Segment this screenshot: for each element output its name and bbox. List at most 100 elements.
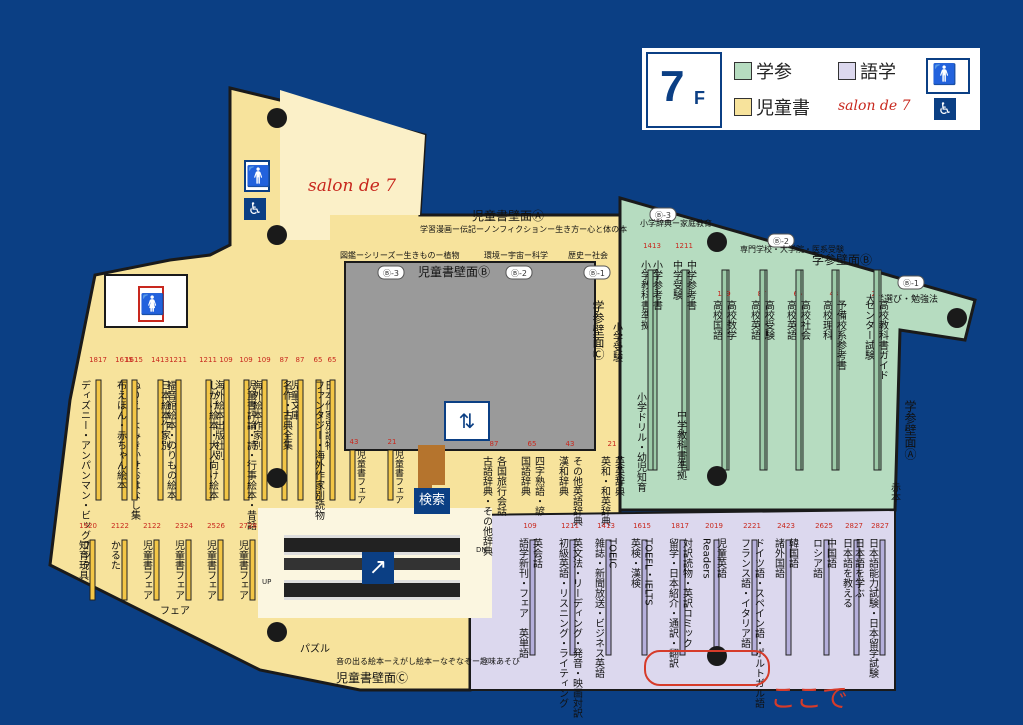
bottom-yellow-shelf <box>121 539 128 601</box>
purple-shelf-label: 韓国語 <box>787 538 799 569</box>
yellow-shelf <box>281 379 288 501</box>
top-strip-label-3: 環境ー宇宙ー科学 <box>484 250 548 260</box>
mid-shelf-number: 43 <box>566 440 575 448</box>
yellow-shelf <box>329 379 336 501</box>
wall-label-gakusan-b: 学参壁面Ⓑ <box>812 252 872 267</box>
green-shelf-label: センター試験 <box>863 300 875 361</box>
green-extra-3: 小学受験 <box>611 322 623 363</box>
yellow-shelf <box>243 379 250 501</box>
wall-label-gakusan-c: 学参壁面Ⓒ <box>591 299 605 360</box>
yellow-shelf-number: 1211 <box>169 356 187 364</box>
top-strip-label-1: 学習漫画ー伝記ーノンフィクションー生き方ー心と体の本 <box>420 224 627 234</box>
marker-label: Ⓑ-3 <box>383 269 399 278</box>
purple-shelf-label: ロシア語 <box>811 538 823 579</box>
marker-badge <box>767 233 795 248</box>
yellow-shelf-label: ファンタジー・海外作家別読物 <box>313 380 325 521</box>
yellow-shelf <box>205 379 212 501</box>
pillar <box>947 308 967 328</box>
yellow-shelf-number: 1413 <box>151 356 169 364</box>
mid-shelf-label: 国語辞典 <box>519 456 531 497</box>
purple-shelf-label: 英会話 <box>531 537 543 569</box>
marker-label: Ⓑ-3 <box>655 211 671 220</box>
mid-shelf-label: 英英辞典 <box>613 455 625 497</box>
yellow-shelf-number: 65 <box>314 356 323 364</box>
purple-shelf-label: 児童英語 <box>715 538 727 579</box>
purple-shelf <box>785 539 792 656</box>
purple-shelf-number: 2827 <box>845 522 863 530</box>
yellow-shelf <box>315 379 322 501</box>
yellow-shelf-label: 布えほん・赤ちゃん絵本 <box>115 380 127 491</box>
green-extra-4: 赤本 <box>889 482 901 503</box>
green-extra-1: 中学教科書準拠 <box>675 409 687 481</box>
purple-shelf-label: フランス語・イタリア語 <box>739 538 751 649</box>
green-shelf-number: 1413 <box>643 242 661 250</box>
yellow-shelf <box>157 379 164 501</box>
green-shelf-label: 高校理科 <box>821 299 833 341</box>
purple-shelf-number: 2423 <box>777 522 795 530</box>
purple-shelf-number: 2827 <box>871 522 889 530</box>
marker-label: Ⓑ-2 <box>773 237 789 246</box>
bottom-yellow-shelf <box>153 539 160 601</box>
wall-label-gakusan-a: 学参壁面Ⓐ <box>903 399 917 460</box>
elevator-icon: ⇅ <box>444 401 490 441</box>
salon-restroom-icon: 🚹 <box>244 160 271 192</box>
purple-shelf-label: 雑誌・新聞放送・ビジネス英語 <box>593 537 605 679</box>
yellow-shelf-number: 109 <box>219 356 232 364</box>
gakusan-strip-label-1: 小学辞典ー家庭教育 <box>640 218 712 228</box>
green-shelf <box>681 269 688 471</box>
purple-shelf-number: 1413 <box>597 522 615 530</box>
green-shelf-label: 高校教科書ガイド <box>877 299 889 380</box>
green-shelf <box>647 269 654 471</box>
purple-shelf <box>853 539 860 656</box>
green-shelf-label: 高校社会 <box>799 299 811 341</box>
yellow-shelf-number: 1615 <box>115 356 133 364</box>
bottom-yellow-shelf-label: 児童書フェア <box>141 540 153 600</box>
bottom-yellow-shelf-number: 2324 <box>175 522 193 530</box>
yellow-shelf-label: 名作・古典全集 <box>281 379 293 451</box>
wheelchair-icon: ♿ <box>934 98 956 120</box>
purple-shelf <box>605 539 612 656</box>
green-shelf-label: 中学受験 <box>671 259 683 301</box>
yellow-shelf-number: 1211 <box>199 356 217 364</box>
fair-shelf-label: 児童書フェア <box>355 450 366 504</box>
purple-shelf-number: 2019 <box>705 522 723 530</box>
marker-badge <box>583 265 611 280</box>
purple-shelf-label: 語学新刊・フェア <box>517 537 529 618</box>
bottom-yellow-shelf-number: 2122 <box>111 522 129 530</box>
purple-shelf-label: 日本語を学ぶ <box>853 538 865 598</box>
purple-shelf-label: 中国語 <box>825 537 837 569</box>
green-shelf-label: 高校英語 <box>785 299 797 341</box>
salon-area <box>280 90 425 240</box>
fair-shelf-label: 児童書フェア <box>393 450 404 504</box>
yellow-shelf-number: 109 <box>257 356 270 364</box>
green-shelf <box>795 269 802 471</box>
bottom-yellow-shelf-label: かるた <box>109 540 121 570</box>
legend-yellow-swatch <box>734 98 752 116</box>
diagonal-label-fair: フェア <box>160 606 190 617</box>
yellow-shelf-label: 福音館絵本・のりもの絵本 <box>165 379 177 501</box>
pillar <box>267 225 287 245</box>
purple-shelf-label: TOEIC <box>607 537 618 568</box>
legend-green-swatch <box>734 62 752 80</box>
yellow-shelf-label: 児童書評論・詩・行事絵本・昔話 <box>245 380 257 531</box>
mid-shelf-label: 漢和辞典 <box>557 455 569 497</box>
fair-shelf-number: 21 <box>388 438 397 446</box>
marker-badge <box>897 275 925 290</box>
purple-shelf-label: TOEFL・IELTS <box>643 537 654 606</box>
annotation-text: ここで <box>770 684 849 714</box>
purple-shelf-label: 諸外国語 <box>773 537 785 579</box>
legend-purple-swatch <box>838 62 856 80</box>
yellow-shelf-label: ディズニー・アンパンマン・ビッグブック <box>79 379 91 570</box>
mid-shelf-label: その他英語辞典 <box>571 456 583 527</box>
legend-salon-label: salon de 7 <box>838 98 911 114</box>
mid-shelf-number: 87 <box>490 440 499 448</box>
gakusan-strip-label-3: 大学選び・勉強法 <box>866 293 938 305</box>
fair-shelf <box>349 449 356 501</box>
yellow-shelf-number: 87 <box>280 356 289 364</box>
green-shelf-label: 高校英語 <box>749 299 761 341</box>
green-shelf-label: 中学参考書 <box>685 259 697 310</box>
purple-shelf <box>529 539 536 656</box>
search-terminal[interactable]: 検索 <box>414 488 450 514</box>
mid-shelf-number: 65 <box>528 440 537 448</box>
